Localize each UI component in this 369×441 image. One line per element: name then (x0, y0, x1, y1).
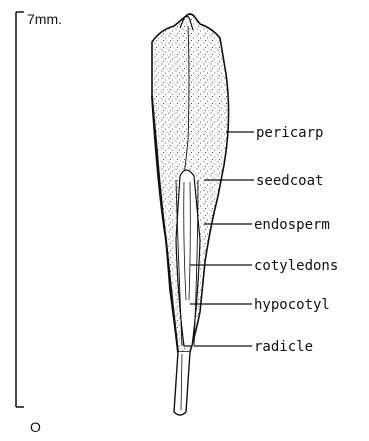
label-radicle: radicle (254, 339, 313, 355)
scale-bottom-label: O (30, 419, 41, 435)
label-seedcoat: seedcoat (256, 173, 323, 189)
label-endosperm: endosperm (254, 217, 330, 233)
scale-bar (16, 12, 24, 407)
label-cotyledons: cotyledons (254, 258, 338, 274)
label-hypocotyl: hypocotyl (254, 297, 330, 313)
seed-drawing (152, 14, 229, 415)
scale-top-label: 7mm. (27, 11, 62, 27)
label-pericarp: pericarp (256, 125, 323, 141)
